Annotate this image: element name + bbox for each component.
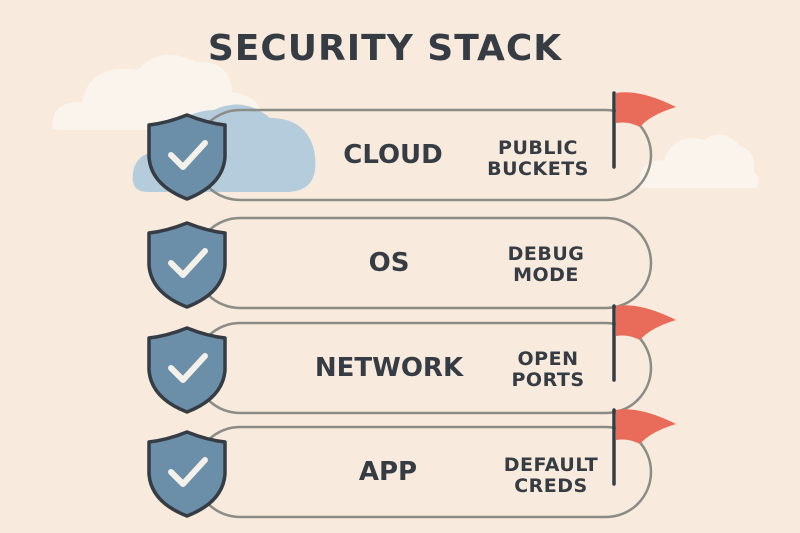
layer-name-os: OS	[368, 248, 410, 278]
risk-text-line1: PUBLIC	[498, 137, 578, 159]
flag-cloth	[616, 92, 676, 127]
check-mark	[168, 457, 208, 487]
diagram-title: SECURITY STACK	[207, 28, 563, 69]
risk-text-line2: BUCKETS	[487, 158, 589, 180]
shield-body	[147, 326, 227, 414]
layer-name-app: APP	[358, 457, 418, 487]
red-flag-icon	[612, 408, 676, 486]
shield-body	[147, 430, 227, 518]
risk-text-line2: CREDS	[514, 475, 588, 497]
shield-check-icon	[147, 326, 227, 414]
risk-text-line2: MODE	[513, 264, 579, 286]
shield-body	[147, 221, 227, 309]
flag-cloth	[616, 305, 676, 340]
layer-shields	[147, 113, 227, 518]
red-flag-icon	[612, 91, 676, 169]
risk-flags	[612, 91, 676, 486]
check-mark	[168, 353, 208, 383]
risk-text-line1: DEFAULT	[503, 454, 599, 476]
risk-text-line2: PORTS	[511, 369, 585, 391]
risk-label-os: DEBUG MODE	[486, 244, 606, 286]
risk-text-line1: OPEN	[517, 348, 579, 370]
flag-cloth	[616, 409, 676, 444]
shield-check-icon	[147, 113, 227, 201]
background-cloud-right	[639, 134, 759, 188]
shield-body	[147, 113, 227, 201]
layer-name-cloud: CLOUD	[343, 140, 443, 170]
red-flag-icon	[612, 304, 676, 382]
shield-check-icon	[147, 430, 227, 518]
risk-label-cloud: PUBLIC BUCKETS	[478, 138, 598, 180]
risk-label-network: OPEN PORTS	[488, 349, 608, 391]
risk-label-app: DEFAULT CREDS	[491, 455, 611, 497]
layer-name-network: NETWORK	[314, 353, 464, 383]
check-mark	[168, 248, 208, 278]
shield-check-icon	[147, 221, 227, 309]
risk-text-line1: DEBUG	[507, 243, 585, 265]
check-mark	[168, 140, 208, 170]
